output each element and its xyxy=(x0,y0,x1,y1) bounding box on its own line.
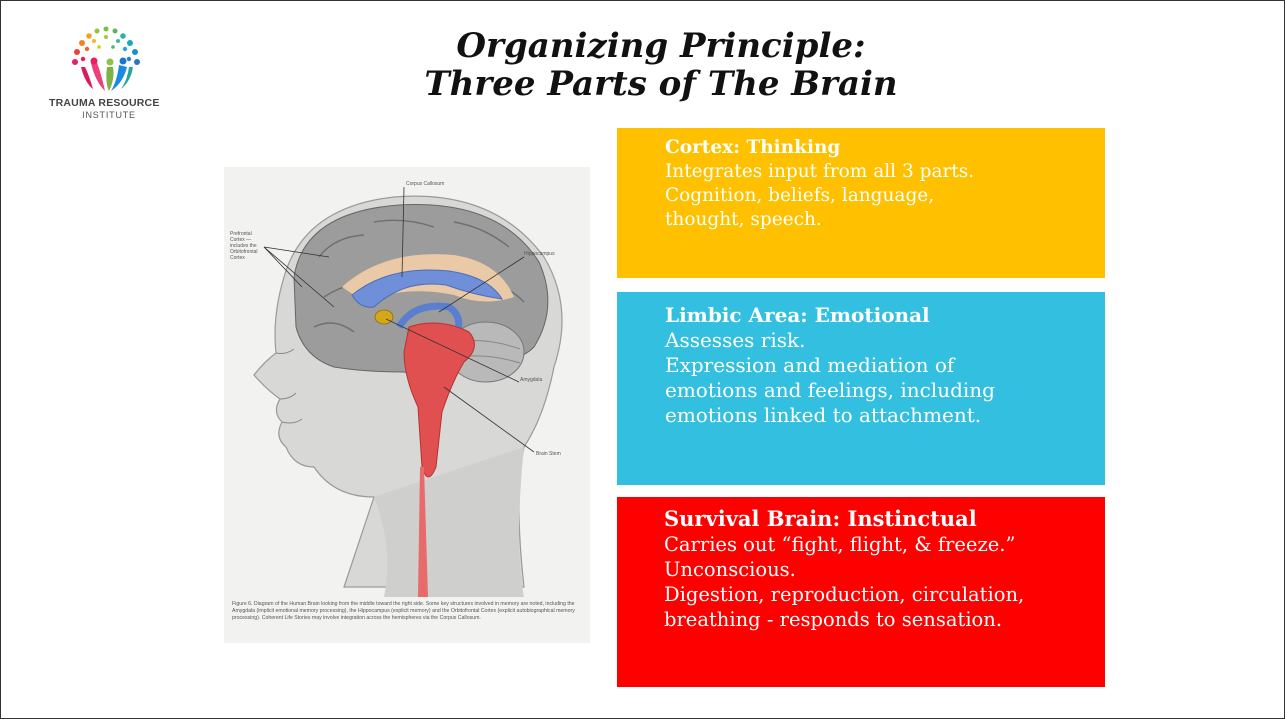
survival-heading: Survival Brain: Instinctual xyxy=(664,506,977,531)
trauma-resource-institute-logo: TRAUMA RESOURCE INSTITUTE xyxy=(49,23,189,123)
label-prefrontal-1: Prefrontal xyxy=(230,231,252,237)
limbic-box: Limbic Area: Emotional Assesses risk. Ex… xyxy=(617,292,1105,485)
label-prefrontal-5: Cortex xyxy=(230,255,245,261)
title-line-1: Organizing Principle: xyxy=(456,26,866,66)
cortex-box: Cortex: Thinking Integrates input from a… xyxy=(617,128,1105,278)
limbic-line: Assesses risk. xyxy=(665,328,806,352)
survival-line: Carries out “fight, flight, & freeze.” xyxy=(664,533,1016,556)
survival-line: Digestion, reproduction, circulation, xyxy=(664,583,1025,606)
label-hippocampus: Hippocampus xyxy=(524,251,555,257)
logo-name-line2: INSTITUTE xyxy=(82,110,136,120)
cortex-line: Integrates input from all 3 parts. xyxy=(665,161,975,182)
cortex-line: Cognition, beliefs, language, xyxy=(665,185,935,206)
logo-name-line1: TRAUMA RESOURCE xyxy=(49,97,160,109)
survival-line: Unconscious. xyxy=(664,558,796,581)
label-prefrontal-4: Orbitofrontal xyxy=(230,249,258,255)
limbic-line: emotions and feelings, including xyxy=(665,378,995,402)
survival-box: Survival Brain: Instinctual Carries out … xyxy=(617,497,1105,687)
figure-caption: Figure 6. Diagram of the Human Brain loo… xyxy=(232,601,575,621)
logo-mark-icon xyxy=(72,26,140,91)
cortex-line: thought, speech. xyxy=(665,209,822,230)
cortex-heading: Cortex: Thinking xyxy=(665,137,841,158)
brain-diagram-drawing: Corpus Callosum Prefrontal Cortex — incl… xyxy=(230,181,563,597)
brain-diagram-image: Corpus Callosum Prefrontal Cortex — incl… xyxy=(224,167,590,643)
label-amygdala: Amygdala xyxy=(520,377,542,383)
label-prefrontal-2: Cortex — xyxy=(230,237,251,243)
label-prefrontal-3: includes the xyxy=(230,243,257,249)
slide-title: Organizing Principle: Three Parts of The… xyxy=(421,27,901,103)
label-brain-stem: Brain Stem xyxy=(536,451,561,457)
limbic-line: Expression and mediation of xyxy=(665,353,955,377)
label-corpus-callosum: Corpus Callosum xyxy=(406,181,444,187)
survival-line: breathing - responds to sensation. xyxy=(664,608,1003,631)
limbic-line: emotions linked to attachment. xyxy=(665,403,982,427)
title-line-2: Three Parts of The Brain xyxy=(424,64,898,104)
limbic-heading: Limbic Area: Emotional xyxy=(665,303,930,327)
